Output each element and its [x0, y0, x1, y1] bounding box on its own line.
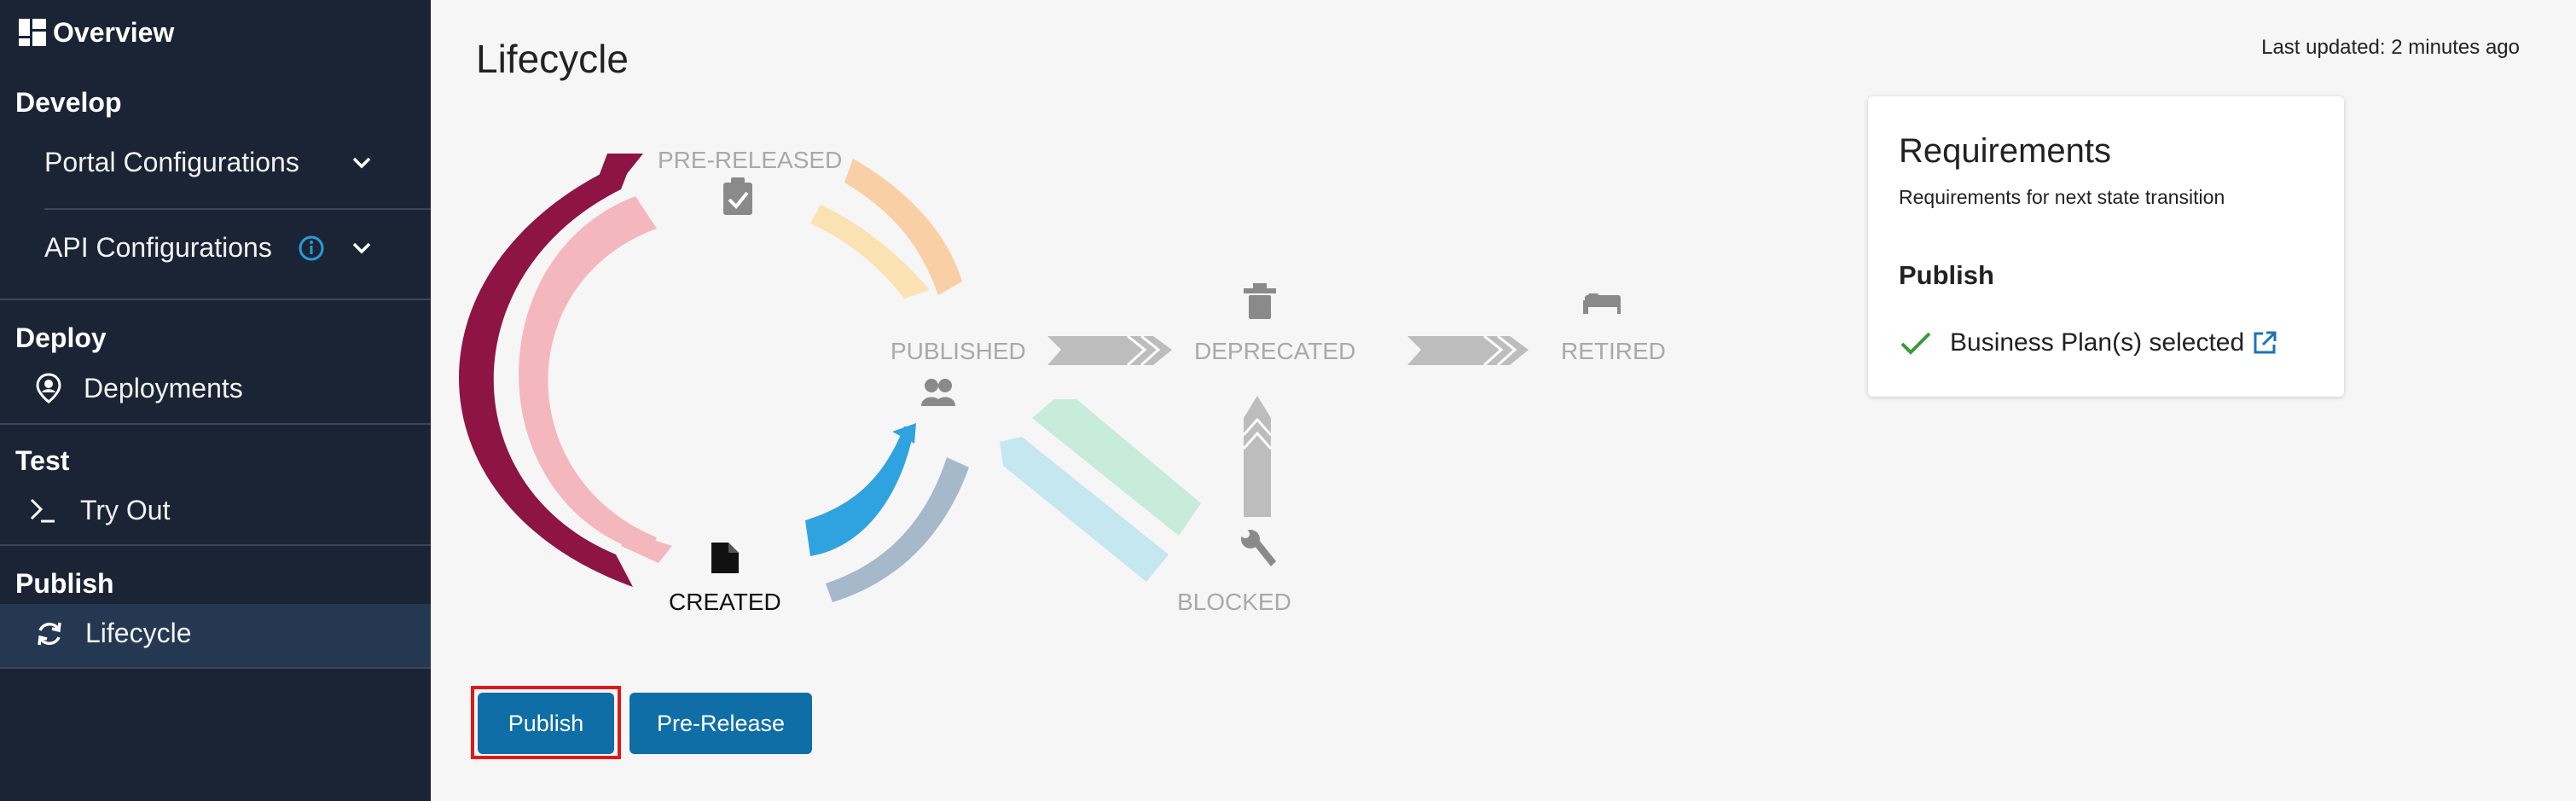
state-blocked: BLOCKED [1177, 589, 1291, 615]
divider [0, 299, 431, 300]
sidebar-header[interactable]: Overview [0, 0, 431, 65]
section-deploy: Deploy [15, 322, 107, 353]
divider [0, 423, 431, 425]
requirements-card: Requirements Requirements for next state… [1868, 96, 2344, 397]
sidebar-item-label: API Configurations [44, 232, 272, 263]
terminal-icon [30, 498, 55, 522]
wrench-icon [1241, 530, 1276, 566]
requirements-subtitle: Requirements for next state transition [1899, 186, 2225, 208]
sidebar-item-lifecycle[interactable]: Lifecycle [34, 618, 192, 649]
sidebar-item-portal-configurations[interactable]: Portal Configurations [44, 147, 431, 178]
sidebar-item-label: Try Out [80, 495, 171, 525]
page-title: Lifecycle [476, 37, 629, 81]
pre-release-button[interactable]: Pre-Release [629, 693, 812, 754]
arrow-created-to-prereleased[interactable] [459, 159, 633, 587]
arrow-published-to-deprecated[interactable] [1047, 336, 1172, 365]
refresh-icon [38, 622, 61, 645]
sidebar-item-api-configurations[interactable]: API Configurations [44, 232, 431, 264]
state-retired: RETIRED [1561, 338, 1666, 364]
trash-icon [1244, 283, 1276, 319]
section-publish: Publish [15, 568, 114, 599]
dashboard-icon [19, 19, 46, 46]
arrow-blocked-to-published[interactable] [1000, 437, 1169, 582]
sidebar-item-label: Deployments [84, 372, 243, 403]
sidebar-item-deployments[interactable]: Deployments [34, 372, 243, 404]
arrow-prereleased-to-published[interactable] [844, 159, 962, 295]
state-published: PUBLISHED [891, 338, 1026, 364]
overview-link[interactable]: Overview [53, 16, 175, 48]
arrow-published-to-prereleased[interactable] [810, 205, 930, 299]
requirements-section-title: Publish [1899, 260, 1994, 290]
requirement-item: Business Plan(s) selected [1899, 328, 2278, 357]
arrow-published-to-blocked[interactable] [1032, 399, 1201, 536]
section-test: Test [15, 445, 70, 476]
divider [0, 544, 431, 546]
state-pre-released: PRE-RELEASED [658, 147, 843, 173]
arrow-published-to-created[interactable] [826, 457, 969, 602]
divider [0, 667, 431, 669]
arrow-prereleased-to-created[interactable] [519, 196, 657, 554]
publish-button[interactable]: Publish [478, 693, 614, 754]
sidebar: Overview Develop Portal Configurations A… [0, 0, 431, 801]
state-created: CREATED [669, 589, 781, 615]
clipboard-check-icon [723, 177, 752, 215]
arrow-blocked-to-deprecated[interactable] [1244, 396, 1271, 517]
last-updated-text: Last updated: 2 minutes ago [2261, 36, 2520, 59]
section-develop: Develop [15, 87, 122, 118]
arrow-deprecated-to-retired[interactable] [1407, 336, 1529, 365]
chevron-down-icon[interactable] [351, 152, 373, 174]
sidebar-item-label: Lifecycle [85, 618, 192, 648]
divider [44, 208, 431, 210]
sidebar-item-label: Portal Configurations [44, 147, 299, 177]
state-deprecated: DEPRECATED [1194, 338, 1356, 364]
sidebar-item-lifecycle-active-bg [0, 604, 431, 667]
sidebar-item-try-out[interactable]: Try Out [29, 495, 170, 526]
publish-button-highlight [471, 686, 621, 759]
requirement-label: Business Plan(s) selected [1950, 328, 2245, 357]
external-link-icon[interactable] [2251, 329, 2278, 357]
arrow-created-to-published[interactable] [805, 427, 914, 556]
location-pin-icon [36, 373, 61, 403]
requirements-title: Requirements [1899, 132, 2112, 170]
check-icon [1900, 332, 1931, 355]
users-icon [921, 379, 955, 406]
document-icon [711, 543, 739, 573]
bed-icon [1583, 293, 1621, 314]
info-icon[interactable] [298, 235, 325, 262]
chevron-down-icon[interactable] [351, 237, 373, 259]
